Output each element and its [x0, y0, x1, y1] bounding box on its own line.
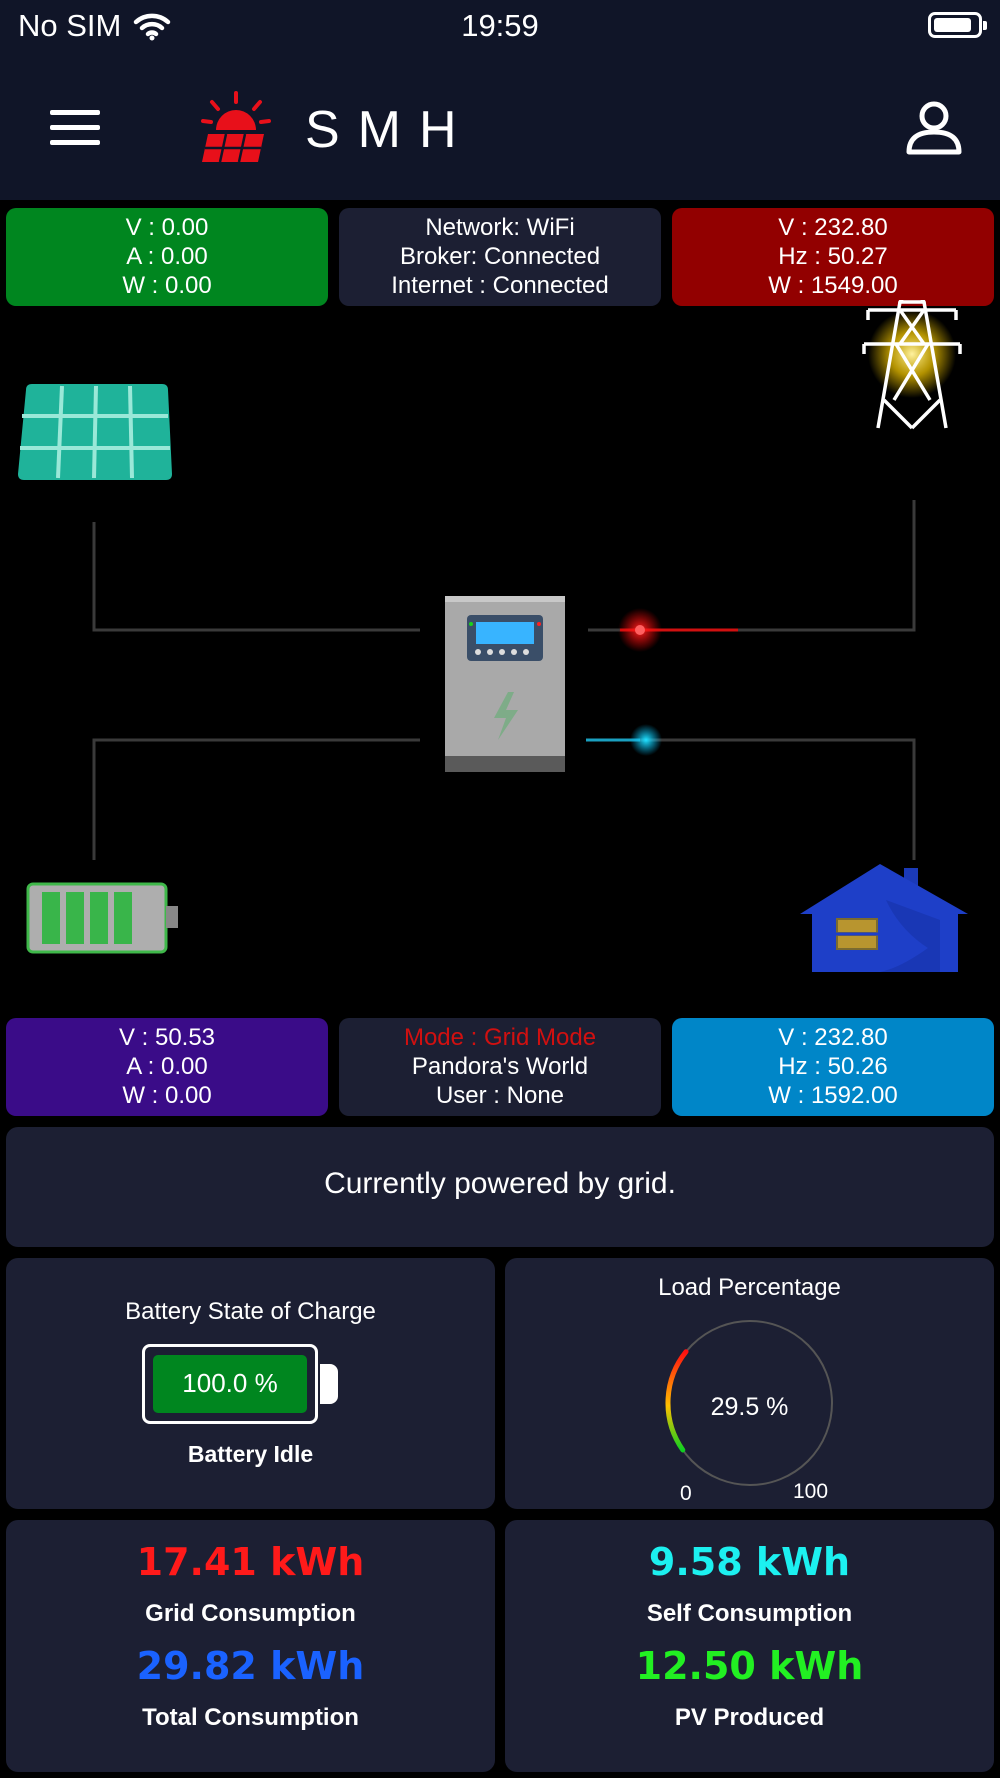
carrier-info: No SIM [18, 8, 171, 44]
load-percentage-title: Load Percentage [658, 1274, 841, 1301]
battery-soc-value: 100.0 % [153, 1355, 307, 1413]
power-source-panel: Currently powered by grid. [6, 1127, 994, 1247]
mode-info-box: Mode : Grid Mode Pandora's World User : … [339, 1018, 661, 1116]
battery-amps: A : 0.00 [126, 1053, 208, 1080]
load-percentage-panel: Load Percentage 29.5 % 0 100 [505, 1258, 994, 1509]
battery-soc-title: Battery State of Charge [125, 1298, 376, 1325]
load-hz: Hz : 50.26 [778, 1053, 888, 1080]
battery-volts: V : 50.53 [118, 1024, 216, 1051]
grid-consumption-label: Grid Consumption [145, 1600, 356, 1627]
site-name: Pandora's World [411, 1053, 589, 1080]
pv-produced-value: 12.50 kWh [635, 1644, 864, 1688]
internet-status: Internet : Connected [391, 272, 609, 299]
grid-tower-icon [862, 300, 962, 430]
grid-energy-panel: 17.41 kWh Grid Consumption 29.82 kWh Tot… [6, 1520, 495, 1772]
carrier-label: No SIM [18, 8, 122, 43]
battery-readings-box: V : 50.53 A : 0.00 W : 0.00 [6, 1018, 328, 1116]
self-consumption-label: Self Consumption [646, 1600, 853, 1627]
battery-status: Battery Idle [187, 1441, 314, 1467]
load-percentage-value: 29.5 % [710, 1393, 789, 1421]
inverter-icon [445, 596, 565, 772]
broker-status: Broker: Connected [399, 243, 601, 270]
grid-readings-box: V : 232.80 Hz : 50.27 W : 1549.00 [672, 208, 994, 306]
battery-soc-panel: Battery State of Charge 100.0 % Battery … [6, 1258, 495, 1509]
house-icon [800, 864, 968, 972]
load-readings-box: V : 232.80 Hz : 50.26 W : 1592.00 [672, 1018, 994, 1116]
network-type: Network: WiFi [425, 214, 575, 241]
gauge-max-label: 100 [793, 1480, 829, 1503]
clock: 19:59 [461, 8, 539, 43]
battery-soc-bar: 100.0 % [142, 1344, 318, 1424]
grid-consumption-value: 17.41 kWh [136, 1540, 365, 1584]
phone-battery-icon [928, 12, 987, 38]
solar-logo-icon [201, 91, 271, 163]
grid-volts: V : 232.80 [778, 214, 888, 241]
grid-hz: Hz : 50.27 [778, 243, 888, 270]
grid-watts: W : 1549.00 [768, 272, 898, 299]
battery-watts: W : 0.00 [122, 1082, 212, 1109]
gauge-fill-arc [665, 1349, 689, 1453]
self-consumption-value: 9.58 kWh [648, 1540, 851, 1584]
power-source-text: Currently powered by grid. [324, 1167, 676, 1200]
solar-panel-icon [18, 384, 172, 480]
pv-amps: A : 0.00 [126, 243, 208, 270]
load-flow-dot [630, 724, 662, 756]
network-status-box: Network: WiFi Broker: Connected Internet… [339, 208, 661, 306]
app-title: SMH [305, 101, 475, 159]
total-consumption-label: Total Consumption [142, 1704, 359, 1731]
energy-flow-diagram [18, 300, 968, 972]
load-watts: W : 1592.00 [768, 1082, 898, 1109]
status-bar: No SIM 19:59 [0, 0, 1000, 60]
battery-soc-terminal [320, 1364, 338, 1404]
operating-mode: Mode : Grid Mode [403, 1024, 597, 1051]
pv-produced-label: PV Produced [674, 1704, 825, 1731]
user-profile-icon[interactable] [904, 100, 964, 156]
total-consumption-value: 29.82 kWh [136, 1644, 365, 1688]
load-volts: V : 232.80 [778, 1024, 888, 1051]
pv-volts: V : 0.00 [125, 214, 209, 241]
pv-watts: W : 0.00 [122, 272, 212, 299]
pv-readings-box: V : 0.00 A : 0.00 W : 0.00 [6, 208, 328, 306]
load-gauge [665, 1320, 833, 1486]
self-energy-panel: 9.58 kWh Self Consumption 12.50 kWh PV P… [505, 1520, 994, 1772]
wifi-icon [134, 13, 171, 41]
battery-icon [26, 882, 178, 954]
menu-icon[interactable] [50, 110, 100, 148]
app-header: SMH [0, 60, 1000, 200]
gauge-min-label: 0 [680, 1482, 692, 1505]
user-name: User : None [435, 1082, 565, 1109]
